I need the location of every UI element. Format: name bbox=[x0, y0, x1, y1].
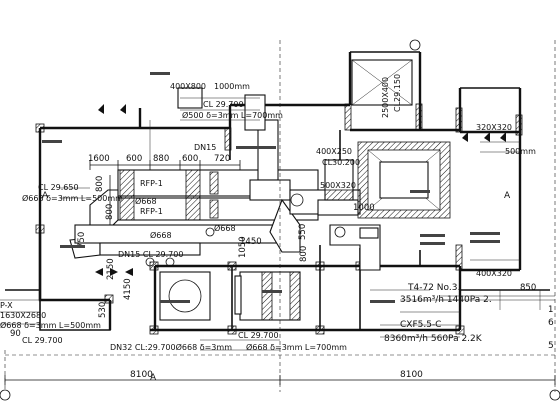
dim-1050: 1050 bbox=[238, 236, 248, 258]
dim-600a: 600 bbox=[126, 154, 142, 164]
label-left-box2: Ø668 δ=3mm L=500mm bbox=[0, 320, 101, 330]
label-fan-spec1: 3516m³/h 1440Pa 2. bbox=[400, 295, 492, 305]
label-cl30: CL30.200 bbox=[322, 158, 360, 167]
dim-800a: 800 bbox=[95, 176, 105, 192]
dim-1450: 1450 bbox=[240, 237, 262, 247]
axis-a-left: A bbox=[42, 191, 49, 201]
label-fan-spec3: 8360m³/h 560Pa 2.2K bbox=[384, 334, 483, 344]
label-tag-a2: Ø668 bbox=[150, 230, 172, 240]
label-400x250: 400X250 bbox=[316, 147, 352, 156]
label-vent-flow: CL 29.700 bbox=[203, 100, 244, 109]
dim-8100b: 8100 bbox=[400, 370, 423, 380]
label-400x320: 400X320 bbox=[476, 269, 512, 278]
label-left-box3: CL 29.700 bbox=[22, 336, 63, 345]
dim-880: 880 bbox=[153, 154, 169, 164]
dimension-lines bbox=[0, 40, 556, 392]
label-duct-top: 400X800 bbox=[170, 82, 206, 91]
label-bottom-dn32: DN32 CL:29.700Ø668 δ=3mm bbox=[110, 342, 232, 352]
label-dn15-cl: DN15 CL 29.700 bbox=[118, 250, 183, 259]
label-right-note: 500mm bbox=[505, 147, 536, 156]
dim-850: 850 bbox=[520, 283, 536, 293]
label-vertical-duct: 2500X400 bbox=[381, 77, 390, 118]
label-320x320: 320X320 bbox=[476, 123, 512, 132]
axis-5: 5 bbox=[548, 341, 554, 351]
dim-720: 720 bbox=[214, 154, 230, 164]
axis-6: 6 bbox=[548, 318, 554, 328]
label-dn15: DN15 bbox=[194, 143, 216, 152]
dim-2150: 2150 bbox=[106, 258, 116, 280]
dim-800b: 800 bbox=[105, 204, 115, 220]
label-left-box1: 1630X2680 bbox=[0, 311, 46, 320]
annotation-marks bbox=[42, 72, 500, 303]
label-fan-spec2: CXF5.5-C bbox=[400, 320, 441, 330]
dim-1: 1 bbox=[548, 305, 553, 315]
label-duct-top-note: 1000mm bbox=[214, 82, 250, 91]
label-pump-line1: CL 29.700 bbox=[238, 331, 279, 340]
dim-550: 550 bbox=[298, 224, 308, 240]
dim-750: 750 bbox=[77, 232, 87, 248]
axis-a-right: A bbox=[504, 191, 511, 201]
label-room-left-cl: CL 29.650 bbox=[38, 183, 79, 192]
label-unit2: RFP-1 bbox=[140, 207, 163, 216]
dim-90: 90 bbox=[10, 329, 21, 339]
dim-800c: 800 bbox=[299, 246, 309, 262]
ductwork bbox=[69, 59, 506, 321]
label-vertical-cl: CL29.150 bbox=[393, 74, 402, 112]
label-duct-mid: Ø668 bbox=[214, 223, 236, 233]
label-pump-line2: Ø668 δ=3mm L=700mm bbox=[246, 342, 347, 352]
label-left-box0: P-X bbox=[0, 301, 13, 310]
dim-600b: 600 bbox=[182, 154, 198, 164]
label-500x320: 500X320 bbox=[320, 181, 356, 190]
label-room-left-pipe: Ø668 δ=3mm L=500mm bbox=[22, 193, 123, 203]
label-tag-a1: Ø668 bbox=[135, 196, 157, 206]
text-labels: 400X800 1000mm CL 29.700 Ø500 δ=3mm L=70… bbox=[0, 74, 554, 383]
dim-4150: 4150 bbox=[123, 278, 133, 300]
dim-1000: 1000 bbox=[353, 203, 375, 213]
label-unit1: RFP-1 bbox=[140, 179, 163, 188]
dim-8100a: 8100 bbox=[130, 370, 153, 380]
axis-a-left-bottom: A bbox=[150, 373, 157, 383]
dim-1600: 1600 bbox=[88, 154, 110, 164]
label-vent-pipe: Ø500 δ=3mm L=700mm bbox=[182, 110, 283, 120]
dim-530: 530 bbox=[98, 302, 108, 318]
axis-markers bbox=[0, 39, 560, 401]
label-fan-model: T4-72 No.3. bbox=[407, 283, 460, 293]
